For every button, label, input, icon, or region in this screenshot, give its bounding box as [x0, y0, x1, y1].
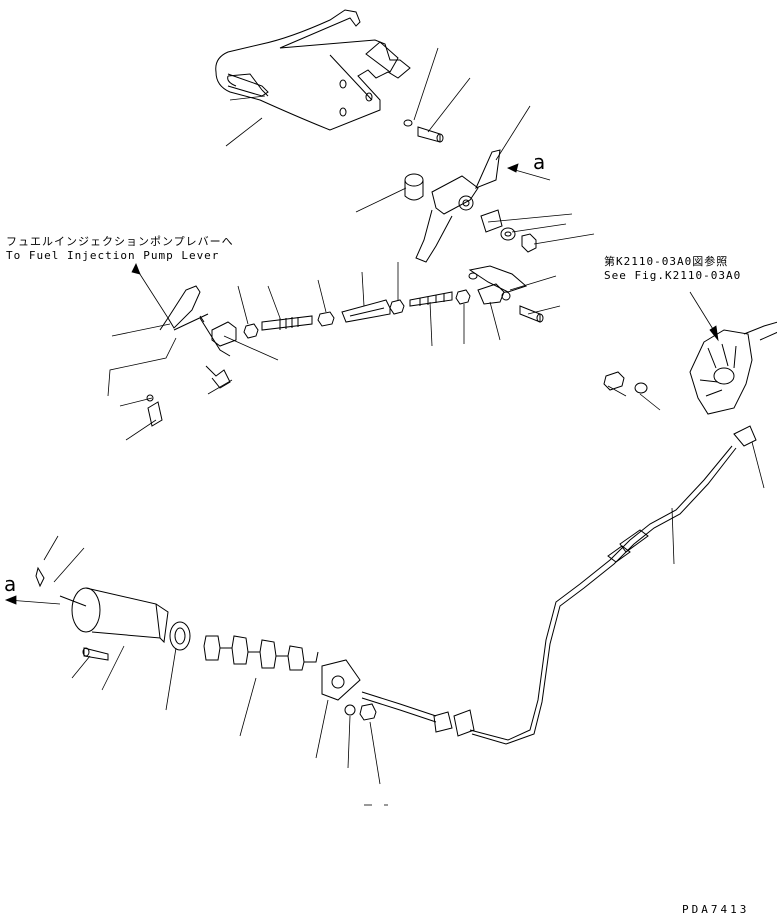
link-bolt — [519, 305, 544, 323]
cable-end-fitting — [733, 425, 757, 447]
pump-link-pin — [173, 313, 231, 357]
rod-nut-end — [455, 289, 471, 305]
ball-joint — [477, 283, 511, 305]
mounting-bracket — [215, 9, 411, 131]
pump-bolt-left — [146, 394, 163, 427]
governor-housing — [689, 321, 777, 415]
flange-washer — [344, 704, 356, 716]
threaded-rod-right — [409, 291, 453, 307]
cylinder-cap — [169, 621, 191, 651]
governor-washer — [634, 382, 648, 394]
return-spring — [203, 635, 319, 671]
link-bracket — [468, 265, 527, 293]
view-marker-top: a — [533, 150, 546, 174]
lever-nut — [521, 233, 537, 253]
cylinder-bolt — [82, 647, 109, 661]
leader-lines — [43, 47, 765, 785]
bracket-bolt — [403, 119, 444, 143]
rod-nut-left — [243, 323, 259, 339]
rod-nut-mid — [317, 311, 335, 327]
lever-bushing — [480, 209, 503, 233]
cylinder-pin — [35, 566, 45, 588]
pump-bolt-right — [205, 365, 231, 389]
pump-lever-bracket — [159, 285, 201, 331]
see-fig-note-jp: 第K2110-03A0図参照 — [604, 255, 729, 268]
view-arrow-top — [507, 163, 551, 181]
view-arrow-left — [4, 595, 61, 605]
collar — [404, 173, 424, 201]
note-leader-see-fig — [689, 291, 719, 342]
flange-plate — [321, 659, 361, 701]
see-fig-note-en: See Fig.K2110-03A0 — [604, 269, 742, 282]
note-leader-fuel-pump — [131, 263, 169, 319]
connecting-sleeve — [341, 299, 391, 323]
control-cable — [361, 445, 737, 745]
view-marker-left: a — [4, 572, 17, 596]
rod-nut-right — [389, 299, 405, 315]
fuel-pump-note-en: To Fuel Injection Pump Lever — [6, 249, 220, 262]
rod-end-joint — [211, 321, 237, 347]
flange-nut — [359, 703, 377, 721]
air-cylinder — [59, 587, 169, 644]
threaded-rod — [261, 315, 313, 331]
governor-nut — [603, 371, 625, 391]
drawing-code: PDA7413 — [682, 903, 750, 916]
fuel-pump-note-jp: フュエルインジェクションポンプレバーへ — [6, 235, 234, 248]
control-lever — [415, 149, 501, 263]
lever-washer — [500, 227, 516, 241]
bracket-pin — [227, 73, 269, 101]
